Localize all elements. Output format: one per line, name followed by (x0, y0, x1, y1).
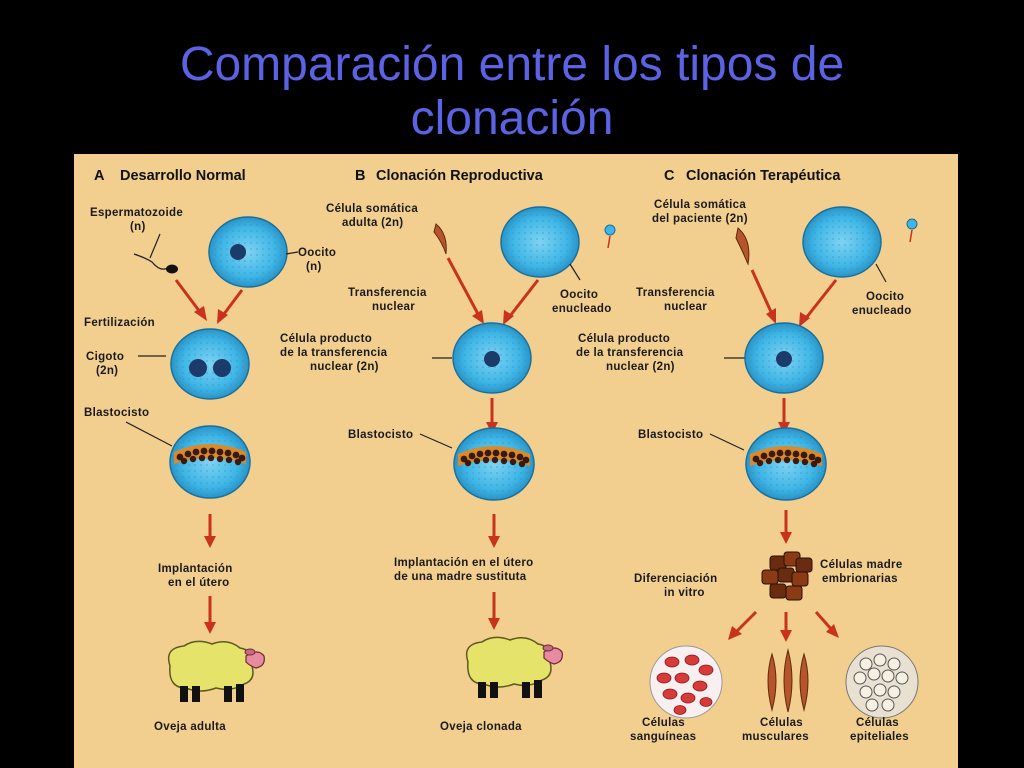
transfer-b-label-1: Transferencia (348, 287, 427, 299)
oocyte-label: Oocito (298, 247, 336, 259)
enucleated-c-label-1: Oocito (866, 291, 904, 303)
column-b-letter: B (355, 168, 365, 184)
cloned-sheep-icon (465, 636, 564, 699)
column-c-heading: Clonación Terapéutica (686, 168, 841, 184)
blood-cells-icon (649, 645, 723, 719)
title-line-1: Comparación entre los tipos de (179, 38, 845, 91)
epithelial-cells-label-1: Células (856, 717, 899, 729)
transfer-b-label-2: nuclear (372, 301, 415, 313)
stem-cells-label-2: embrionarias (822, 573, 898, 585)
epithelial-cells-label-2: epiteliales (850, 731, 909, 743)
implant-a-label-1: Implantación (158, 563, 233, 575)
somatic-b-label-1: Célula somática (326, 203, 418, 215)
extracted-nucleus-c-icon (906, 218, 918, 230)
fertilization-label: Fertilización (84, 317, 155, 329)
enucleated-b-label-2: enucleado (552, 303, 612, 315)
blastocyst-b-label: Blastocisto (348, 429, 413, 441)
muscle-cells-label-1: Células (760, 717, 803, 729)
column-a: Espermatozoide (n) Oocito (n) Fertilizac… (84, 207, 336, 733)
enucleated-c-label-2: enucleado (852, 305, 912, 317)
spermatozoid-label: Espermatozoide (90, 207, 183, 219)
muscle-cells-label-2: musculares (742, 731, 809, 743)
panel-edge (74, 154, 77, 768)
column-a-letter: A (94, 168, 105, 184)
slide-title: Comparación entre los tipos de clonación (0, 38, 1024, 146)
product-c-label-1: Célula producto (578, 333, 670, 345)
muscle-cells-icon (767, 648, 809, 713)
blastocyst-c (745, 427, 827, 501)
stem-cells-label-1: Células madre (820, 559, 903, 571)
title-line-2: clonación (410, 92, 614, 145)
zygote-label: Cigoto (86, 351, 124, 363)
blood-cells-label-1: Células (642, 717, 685, 729)
oocyte-b-cell (500, 206, 580, 278)
somatic-cell-b-icon (433, 223, 447, 255)
zygote-2n-label: (2n) (96, 365, 118, 377)
blastocyst-a-label: Blastocisto (84, 407, 149, 419)
result-a-label: Oveja adulta (154, 721, 226, 733)
blastocyst-a (169, 425, 251, 499)
extracted-nucleus-b-icon (604, 224, 616, 236)
implant-b-label-2: de una madre sustituta (394, 571, 527, 583)
somatic-c-label-1: Célula somática (654, 199, 746, 211)
column-a-heading: Desarrollo Normal (120, 168, 246, 184)
adult-sheep-icon (167, 640, 266, 703)
implant-b-label-1: Implantación en el útero (394, 557, 533, 569)
column-c-letter: C (664, 168, 675, 184)
somatic-b-label-2: adulta (2n) (342, 217, 403, 229)
product-b-label-2: de la transferencia (280, 347, 388, 359)
transfer-c-label-1: Transferencia (636, 287, 715, 299)
differentiation-label-1: Diferenciación (634, 573, 717, 585)
product-b-label-1: Célula producto (280, 333, 372, 345)
zygote-cell (170, 328, 250, 400)
enucleated-b-label-1: Oocito (560, 289, 598, 301)
oocyte-c-cell (802, 206, 882, 278)
oocyte-n-label: (n) (306, 261, 322, 273)
column-b: Célula somática adulta (2n) Oocito enucl… (280, 203, 616, 733)
blood-cells-label-2: sanguíneas (630, 731, 696, 743)
column-c: Célula somática del paciente (2n) Oocito… (576, 199, 919, 743)
diagram-panel: A Desarrollo Normal B Clonación Reproduc… (76, 154, 958, 768)
spermatozoid-icon (133, 253, 178, 274)
column-b-heading: Clonación Reproductiva (376, 168, 544, 184)
product-c-label-2: de la transferencia (576, 347, 684, 359)
spermatozoid-n-label: (n) (130, 221, 146, 233)
epithelial-cells-icon (845, 645, 919, 719)
somatic-cell-c-icon (735, 227, 750, 266)
somatic-c-label-2: del paciente (2n) (652, 213, 748, 225)
stem-cell-cluster-icon (761, 551, 813, 601)
cloning-diagram: A Desarrollo Normal B Clonación Reproduc… (84, 168, 919, 743)
implant-a-label-2: en el útero (168, 577, 229, 589)
blastocyst-b (453, 427, 535, 501)
blastocyst-c-label: Blastocisto (638, 429, 703, 441)
transfer-c-label-2: nuclear (664, 301, 707, 313)
result-b-label: Oveja clonada (440, 721, 522, 733)
product-c-label-3: nuclear (2n) (606, 361, 675, 373)
product-b-label-3: nuclear (2n) (310, 361, 379, 373)
oocyte-cell (208, 216, 288, 288)
differentiation-label-2: in vitro (664, 587, 705, 599)
